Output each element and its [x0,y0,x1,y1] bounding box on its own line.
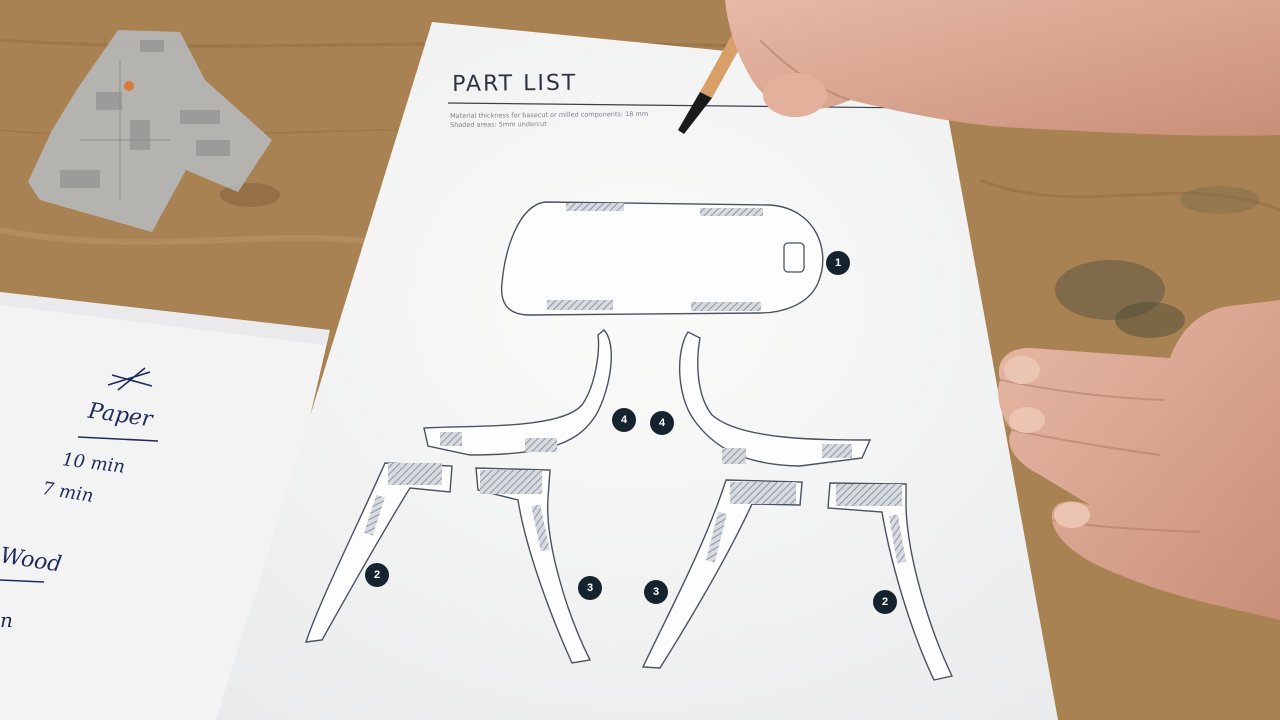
floorplan-map-icon [28,30,272,232]
part-number-badge: 2 [873,590,897,614]
part-number-badge: 3 [644,580,668,604]
upper-hand [725,0,1280,136]
part-leg-front-right [827,482,954,681]
part-backrest-right [679,331,872,467]
part-leg-rear-right [641,479,803,669]
part-seat [500,201,824,316]
part-leg-front-left [304,462,453,643]
part-list-sheet [216,22,1058,720]
note-scribbles [0,367,159,583]
location-marker-icon [124,81,134,91]
part-number-badge: 4 [650,411,674,435]
part-backrest-left [423,329,612,456]
page-title: PART LIST [452,70,578,97]
right-hand [998,300,1280,620]
part-number-badge: 1 [826,251,850,275]
shading-note: Shaded areas: 5mm undercut [450,119,547,129]
part-leg-rear-left [475,467,592,664]
part-number-badge: 3 [578,576,602,600]
note-paper [0,292,330,720]
part-number-badge: 2 [365,563,389,587]
note-fragment: n [0,608,13,632]
part-number-badge: 4 [612,408,636,432]
